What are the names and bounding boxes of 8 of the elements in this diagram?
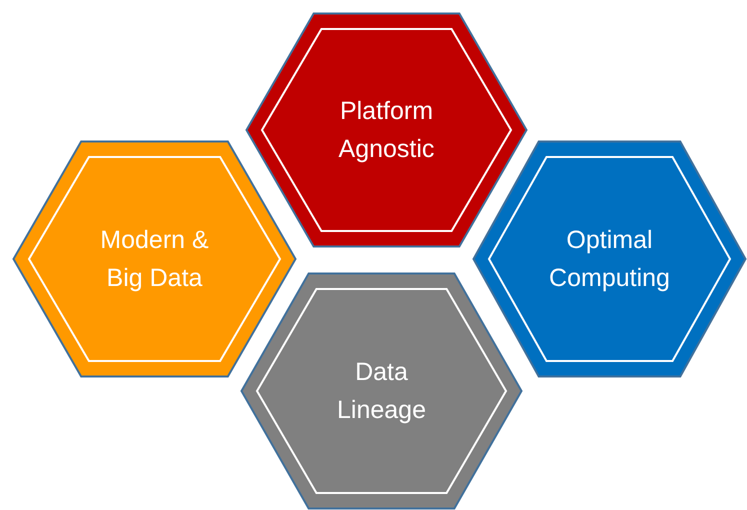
hexagon-label: Platform Agnostic: [338, 96, 436, 165]
hexagon-label: Modern & Big Data: [99, 225, 210, 294]
hexagon-label: Data Lineage: [336, 357, 427, 426]
hexagon: [12, 140, 297, 378]
hexagon: [472, 140, 747, 378]
hexagon-label: Optimal Computing: [548, 225, 671, 294]
hexagon: [245, 12, 528, 248]
hexagon: [240, 272, 523, 510]
